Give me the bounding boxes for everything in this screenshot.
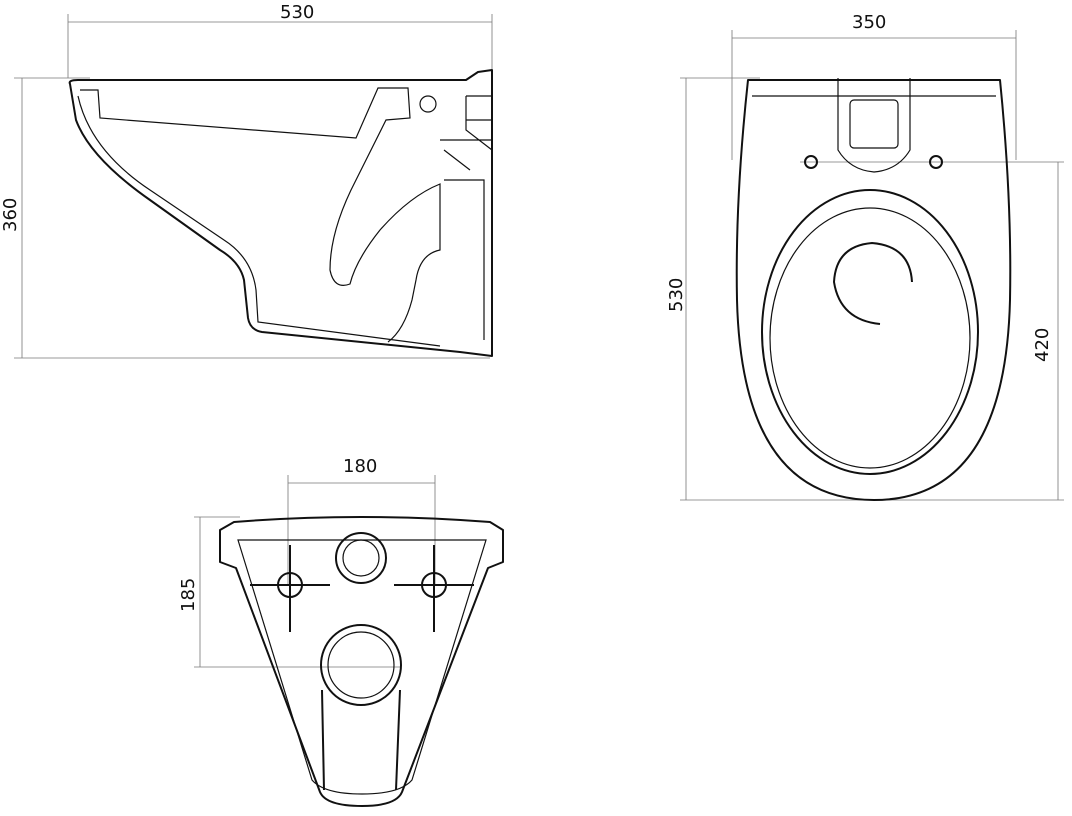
outlet-fitting	[849, 99, 899, 149]
outlet-hole	[320, 624, 402, 706]
top-length-label: 530	[666, 278, 687, 312]
drain-hole	[833, 242, 913, 325]
inlet-ring	[342, 539, 380, 577]
fixing-hole-icon	[804, 155, 818, 169]
rear-spacing-label: 180	[343, 456, 377, 477]
bowl-rear-inner	[237, 539, 487, 795]
bolt-right	[394, 545, 474, 632]
side-view: 530 360	[0, 2, 493, 359]
rear-view: 180 185	[178, 456, 504, 807]
fixing-hole-icon	[929, 155, 943, 169]
seat-hinge	[752, 78, 996, 173]
seat-outer-ring	[761, 189, 979, 475]
fixing-hole-icon	[419, 95, 437, 113]
outlet-ring	[327, 631, 395, 699]
inlet-hole	[335, 532, 387, 584]
side-width-label: 530	[280, 2, 314, 23]
rear-height-label: 185	[178, 578, 199, 612]
top-width-label: 350	[852, 12, 886, 33]
side-height-label: 360	[0, 198, 21, 232]
bowl-inner-line	[80, 87, 441, 343]
rear-fitting	[440, 95, 493, 340]
bowl-side-outline	[68, 69, 493, 357]
seat-inner-ring	[769, 207, 971, 469]
outlet-channel	[321, 689, 401, 791]
bowl-inner-line	[77, 95, 441, 347]
bolt-left	[250, 545, 330, 632]
bowl-rear-outline	[219, 516, 504, 807]
top-view: 350 530 420	[666, 12, 1064, 501]
top-fixing-label: 420	[1032, 328, 1053, 362]
bowl-top-outline	[735, 79, 1012, 501]
